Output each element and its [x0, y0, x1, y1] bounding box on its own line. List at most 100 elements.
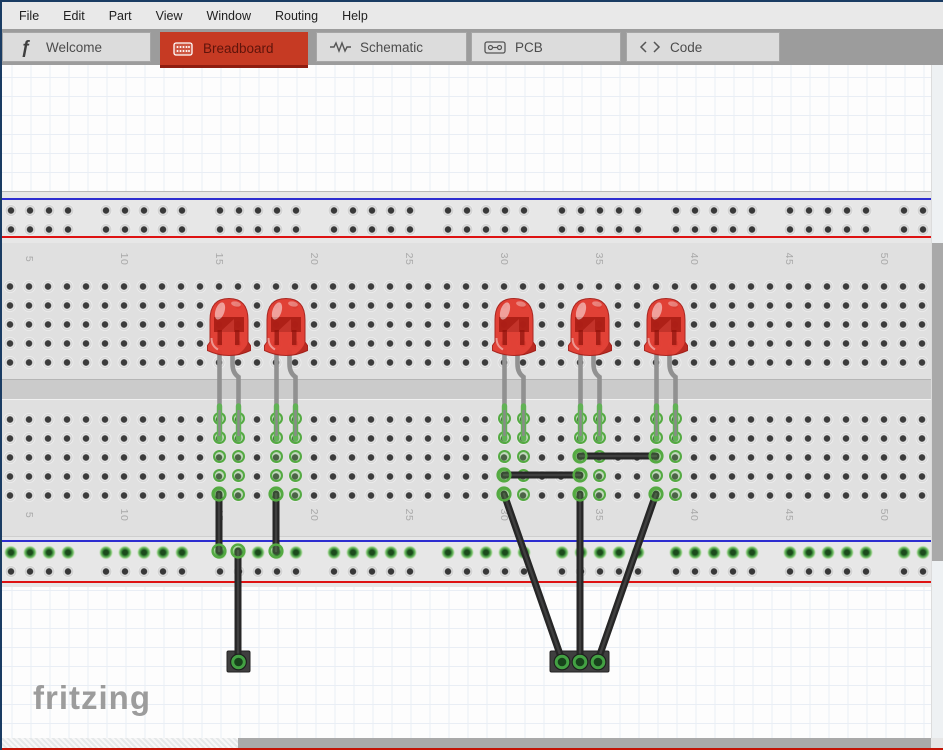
column-number: 15 — [213, 508, 225, 522]
column-number: 25 — [403, 252, 415, 266]
column-number: 50 — [878, 252, 890, 266]
column-number: 10 — [118, 508, 130, 522]
column-number: 5 — [23, 511, 35, 519]
column-number: 50 — [878, 508, 890, 522]
bottom-rail-row-1-connected — [0, 542, 943, 562]
bottom-accent-line — [0, 747, 943, 750]
column-number: 40 — [688, 252, 700, 266]
connected-hole-highlight — [573, 468, 587, 482]
bottom-rail-row-2 — [0, 561, 943, 581]
schematic-zigzag-icon — [329, 41, 351, 53]
connected-hole-highlight — [212, 487, 226, 501]
pcb-pads-icon — [484, 40, 506, 54]
tab-label: Welcome — [46, 39, 103, 55]
connected-hole-highlight — [668, 468, 682, 482]
tab-pcb[interactable]: PCB — [471, 32, 621, 62]
column-number: 45 — [783, 508, 795, 522]
menu-help[interactable]: Help — [342, 8, 368, 23]
connected-hole-highlight — [269, 487, 283, 501]
fritzing-f-icon: ƒ — [20, 36, 31, 57]
tab-bar: ƒ Welcome Breadboard Schematic — [2, 29, 943, 68]
code-brackets-icon — [639, 41, 661, 53]
connected-hole-highlight — [668, 487, 682, 501]
red-led[interactable] — [491, 296, 536, 448]
column-number: 30 — [498, 508, 510, 522]
column-number: 20 — [308, 508, 320, 522]
rows-f-j — [0, 409, 943, 505]
connected-hole-highlight — [212, 468, 226, 482]
breadboard-main-grid: 5 10 15 20 25 30 35 40 45 50 5 10 15 20 25 30 35 40 45 50 — [0, 243, 943, 536]
column-number: 35 — [593, 508, 605, 522]
red-led[interactable] — [643, 296, 688, 448]
connected-hole-highlight — [288, 449, 302, 463]
tab-code[interactable]: Code — [626, 32, 780, 62]
column-number: 40 — [688, 508, 700, 522]
column-number: 45 — [783, 252, 795, 266]
connected-hole-highlight — [516, 449, 530, 463]
tab-label: Schematic — [360, 39, 424, 55]
column-numbers-bottom: 5 10 15 20 25 30 35 40 45 50 — [0, 504, 943, 534]
tab-label: Breadboard — [203, 41, 274, 56]
red-led[interactable] — [567, 296, 612, 448]
connected-hole-highlight — [573, 449, 587, 463]
scrollbar-corner — [931, 738, 943, 750]
tab-label: Code — [670, 39, 703, 55]
breadboard-grid-icon — [172, 41, 194, 56]
top-rail-red-line — [0, 236, 943, 238]
connected-hole-highlight — [497, 487, 511, 501]
column-number: 10 — [118, 252, 130, 266]
tab-schematic[interactable]: Schematic — [316, 32, 467, 62]
connected-hole-highlight — [269, 449, 283, 463]
center-groove — [0, 379, 943, 400]
column-number: 25 — [403, 508, 415, 522]
column-number: 20 — [308, 252, 320, 266]
connected-hole-highlight — [231, 468, 245, 482]
connected-hole-highlight — [516, 487, 530, 501]
window-top-border — [0, 0, 943, 2]
column-number: 35 — [593, 252, 605, 266]
menu-file[interactable]: File — [19, 8, 40, 23]
connected-hole-highlight — [649, 487, 663, 501]
window-left-border — [0, 0, 2, 750]
connected-hole-highlight — [649, 449, 663, 463]
connected-hole-highlight — [497, 449, 511, 463]
bottom-rail-blue-line — [0, 540, 943, 542]
menu-window[interactable]: Window — [206, 8, 251, 23]
tab-welcome[interactable]: ƒ Welcome — [2, 32, 151, 62]
menu-part[interactable]: Part — [108, 8, 132, 23]
connected-hole-highlight — [288, 468, 302, 482]
menu-edit[interactable]: Edit — [63, 8, 85, 23]
red-led[interactable] — [263, 296, 308, 448]
bottom-rail-red-line — [0, 581, 943, 583]
connected-hole-highlight — [497, 468, 511, 482]
top-rail-row-1 — [0, 200, 943, 220]
top-power-rail — [0, 192, 943, 244]
menu-view[interactable]: View — [155, 8, 183, 23]
connected-hole-highlight — [649, 468, 663, 482]
top-rail-blue-line — [0, 198, 943, 200]
connected-hole-highlight — [592, 449, 606, 463]
connected-hole-highlight — [573, 487, 587, 501]
horizontal-scrollbar[interactable] — [2, 738, 931, 748]
tab-breadboard[interactable]: Breadboard — [160, 32, 308, 68]
menu-routing[interactable]: Routing — [274, 8, 319, 23]
connected-hole-highlight — [592, 468, 606, 482]
connected-hole-highlight — [231, 449, 245, 463]
connected-hole-highlight — [516, 468, 530, 482]
red-led[interactable] — [206, 296, 251, 448]
breadboard[interactable]: 5 10 15 20 25 30 35 40 45 50 5 10 15 20 25 30 35 40 45 50 — [0, 191, 943, 587]
top-rail-row-2 — [0, 219, 943, 239]
column-number: 30 — [498, 252, 510, 266]
vertical-scrollbar[interactable] — [931, 65, 943, 738]
column-number: 15 — [213, 252, 225, 266]
rows-a-e — [0, 276, 943, 372]
bottom-power-rail — [0, 536, 943, 587]
connected-hole-highlight — [668, 449, 682, 463]
horizontal-scrollbar-thumb[interactable] — [238, 738, 931, 748]
menu-bar: File Edit Part View Window Routing Help — [2, 2, 943, 30]
connected-hole-highlight — [269, 468, 283, 482]
tab-label: PCB — [515, 39, 543, 55]
vertical-scrollbar-thumb[interactable] — [932, 243, 943, 561]
